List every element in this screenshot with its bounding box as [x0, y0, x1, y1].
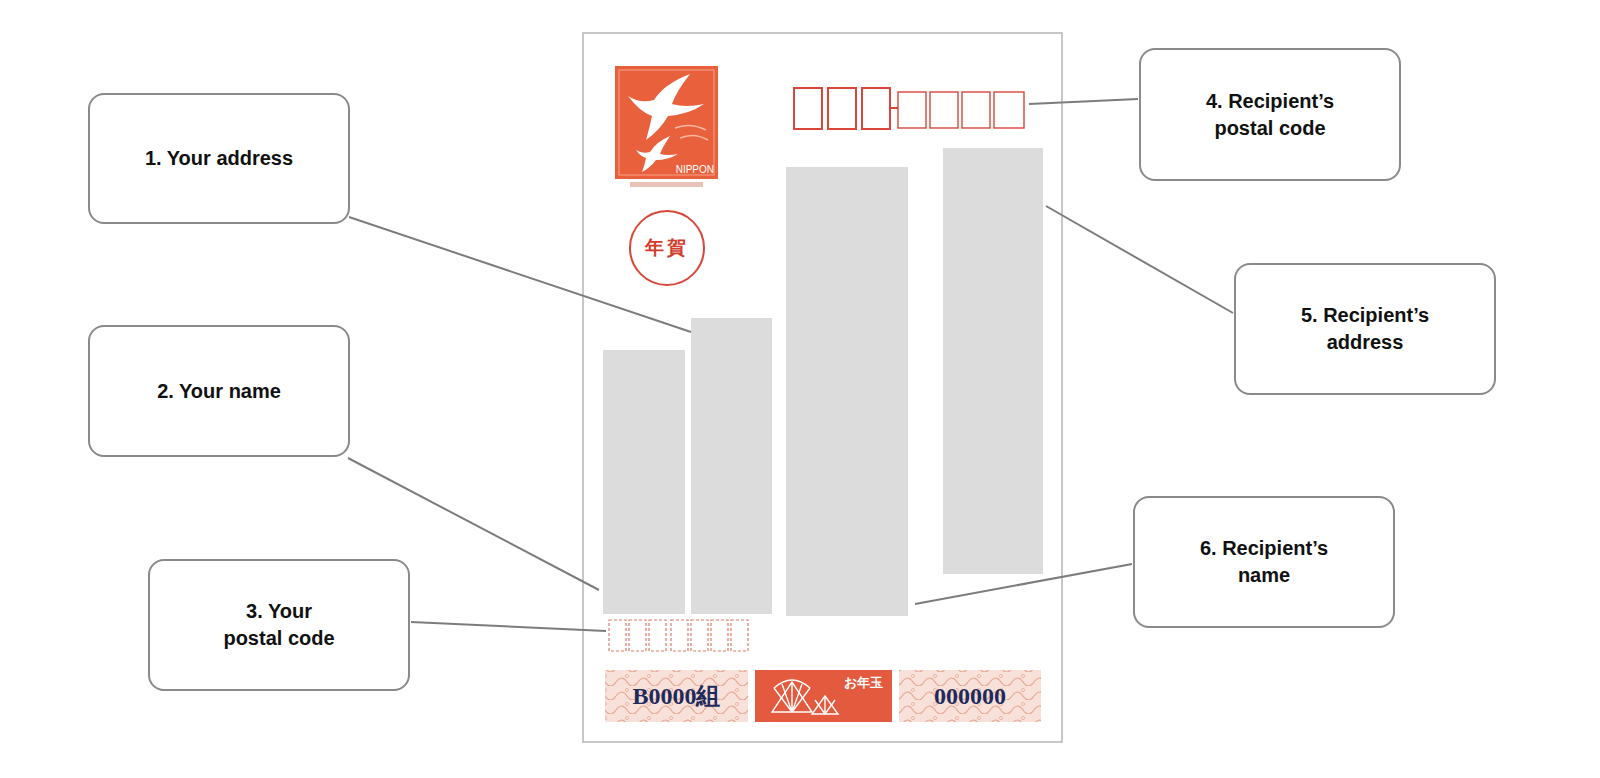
stamp-country: NIPPON — [676, 164, 714, 175]
sender-postcode-boxes — [609, 620, 748, 651]
callout-label: 3. Your postal code — [218, 598, 340, 652]
callout-label: 4. Recipient’s postal code — [1195, 88, 1345, 142]
nenga-seal: 年賀 — [629, 210, 705, 286]
callout-box: 5. Recipient’s address — [1234, 263, 1496, 395]
callout-label: 6. Recipient’s name — [1189, 535, 1339, 589]
callout-label: 2. Your name — [157, 378, 281, 405]
callout-box: 4. Recipient’s postal code — [1139, 48, 1401, 181]
stamp — [615, 66, 718, 179]
leader-lines — [348, 99, 1233, 631]
seal-text: 年賀 — [645, 235, 689, 261]
stamp-caption-mark — [630, 182, 703, 187]
callout-box: 1. Your address — [88, 93, 350, 224]
callout-box: 3. Your postal code — [148, 559, 410, 691]
callout-box: 2. Your name — [88, 325, 350, 457]
lottery-group: B0000組 — [632, 680, 720, 712]
lottery-number: 000000 — [934, 683, 1006, 710]
lottery-bands — [605, 670, 1041, 722]
callout-label: 1. Your address — [145, 145, 293, 172]
callout-label: 5. Recipient’s address — [1290, 302, 1440, 356]
lottery-title: お年玉 — [844, 674, 883, 692]
writing-areas — [603, 148, 1043, 616]
postcard-outline — [583, 33, 1062, 742]
callout-box: 6. Recipient’s name — [1133, 496, 1395, 628]
recipient-postcode-boxes — [794, 88, 1024, 129]
